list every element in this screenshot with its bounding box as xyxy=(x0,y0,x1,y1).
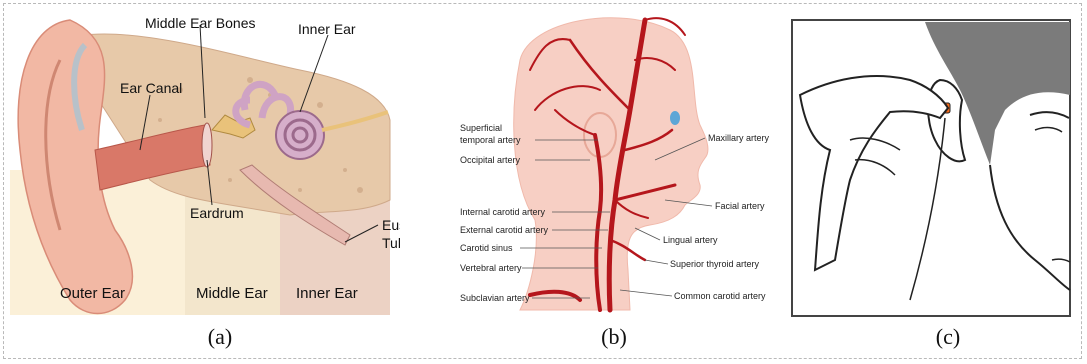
label-lingual-artery: Lingual artery xyxy=(663,235,718,245)
cochlea xyxy=(276,111,324,159)
label-facial-artery: Facial artery xyxy=(715,201,765,211)
label-superficial-2: temporal artery xyxy=(460,135,521,145)
panel-b-head-arteries: Superficial temporal artery Occipital ar… xyxy=(450,0,780,330)
label-vertebral-artery: Vertebral artery xyxy=(460,263,522,273)
label-external-carotid: External carotid artery xyxy=(460,225,549,235)
caption-a: (a) xyxy=(190,324,250,350)
caption-c: (c) xyxy=(918,324,978,350)
label-superficial-1: Superficial xyxy=(460,123,502,133)
label-ear-canal: Ear Canal xyxy=(120,80,182,96)
label-tube: Tube xyxy=(382,235,400,251)
label-inner-ear-bottom: Inner Ear xyxy=(296,285,358,302)
eye xyxy=(670,111,680,125)
label-middle-ear: Middle Ear xyxy=(196,285,268,302)
label-maxillary-artery: Maxillary artery xyxy=(708,133,770,143)
earplug-illustration xyxy=(790,0,1075,330)
panel-a-ear-anatomy: Middle Ear Bones Inner Ear Ear Canal Ear… xyxy=(0,0,400,330)
label-common-carotid: Common carotid artery xyxy=(674,291,766,301)
label-middle-ear-bones: Middle Ear Bones xyxy=(145,15,256,31)
panel-c-earplug xyxy=(790,0,1075,330)
label-eustachian: Eustachian xyxy=(382,217,400,233)
label-subclavian-artery: Subclavian artery xyxy=(460,293,530,303)
label-inner-ear-top: Inner Ear xyxy=(298,21,356,37)
label-outer-ear: Outer Ear xyxy=(60,285,125,302)
artery-illustration: Superficial temporal artery Occipital ar… xyxy=(450,0,780,330)
label-internal-carotid: Internal carotid artery xyxy=(460,207,546,217)
caption-b: (b) xyxy=(584,324,644,350)
ear-illustration: Middle Ear Bones Inner Ear Ear Canal Ear… xyxy=(0,0,400,330)
label-superior-thyroid: Superior thyroid artery xyxy=(670,259,760,269)
label-eardrum: Eardrum xyxy=(190,205,244,221)
label-carotid-sinus: Carotid sinus xyxy=(460,243,513,253)
label-occipital-artery: Occipital artery xyxy=(460,155,521,165)
